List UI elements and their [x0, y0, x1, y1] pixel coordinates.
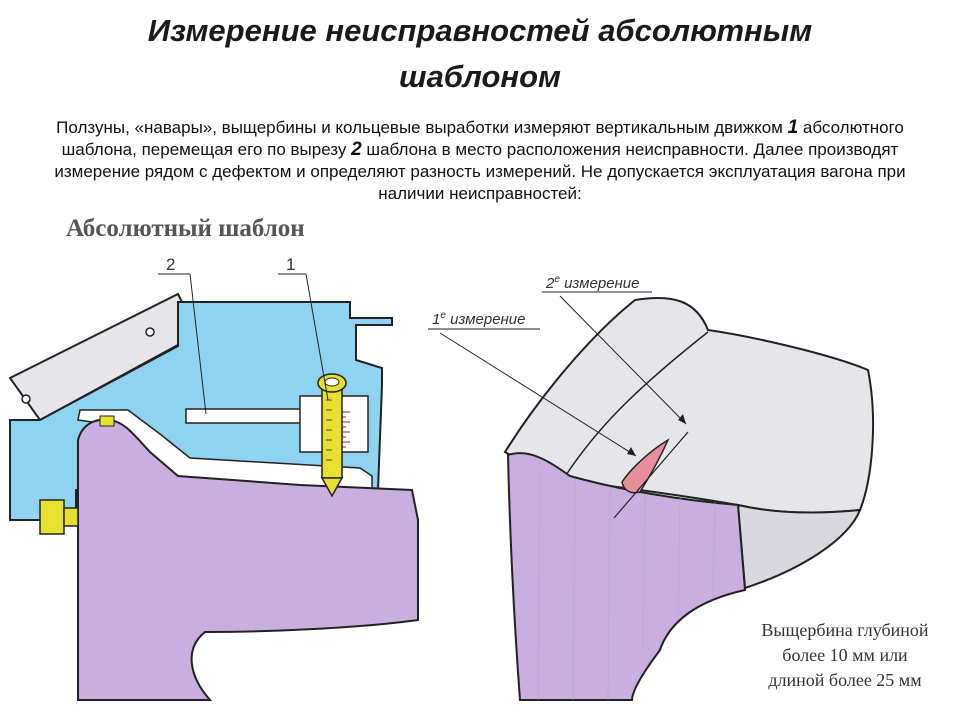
lock-screw-tip-icon [63, 507, 79, 527]
wheel-profile-right [506, 452, 747, 701]
caption-line-1: Выщербина глубиной [761, 620, 929, 640]
slider-scale-ticks [326, 399, 332, 461]
description-number-1: 1 [787, 117, 799, 138]
contact-pin-icon [99, 415, 115, 427]
horizontal-slot [185, 408, 305, 424]
measure-2-arrow-icon [678, 414, 686, 424]
lock-screw-icon [39, 499, 65, 535]
callout-1-label: 1 [286, 255, 295, 274]
measure-1-arrow-icon [627, 447, 636, 456]
callout-2-leader [189, 273, 207, 415]
defect-chip [621, 438, 670, 494]
wheel-rim-side [736, 503, 862, 590]
figure-heading: Абсолютный шаблон [66, 215, 305, 242]
arm-hole-icon [21, 394, 31, 404]
wheel-texture [537, 469, 716, 701]
slider-tip [320, 477, 344, 498]
title-line-1: Измерение неисправностей абсолютным [147, 13, 813, 48]
defect-caption: Выщербина глубиной более 10 мм или длино… [735, 618, 955, 693]
description-part-2: абсолютного шаблона, перемещая его по вы… [61, 118, 904, 159]
callout-2-label: 2 [166, 255, 175, 274]
title-line-2: шаблоном [399, 59, 561, 94]
arm-hole-icon [145, 327, 155, 337]
measure-2-leader [559, 295, 687, 425]
measure-2-label: 2е измерение [545, 274, 639, 292]
measure-1-label: 1е измерение [432, 310, 525, 328]
page-title: Измерение неисправностей абсолютным шабл… [0, 8, 960, 100]
caption-line-2: более 10 мм или [782, 645, 908, 665]
slider-knob-hole [324, 377, 340, 387]
measure-1-leader [439, 332, 637, 457]
probe-line [613, 431, 689, 519]
description-part-1: Ползуны, «навары», выщербины и кольцевые… [56, 118, 788, 137]
description-number-2: 2 [351, 139, 362, 160]
description-paragraph: Ползуны, «навары», выщербины и кольцевые… [30, 117, 930, 205]
wheel-rim-line [565, 331, 709, 476]
callout-1-leader [305, 273, 329, 401]
description-part-3: шаблона в место расположения неисправнос… [54, 140, 906, 203]
caption-line-3: длиной более 25 мм [768, 670, 922, 690]
